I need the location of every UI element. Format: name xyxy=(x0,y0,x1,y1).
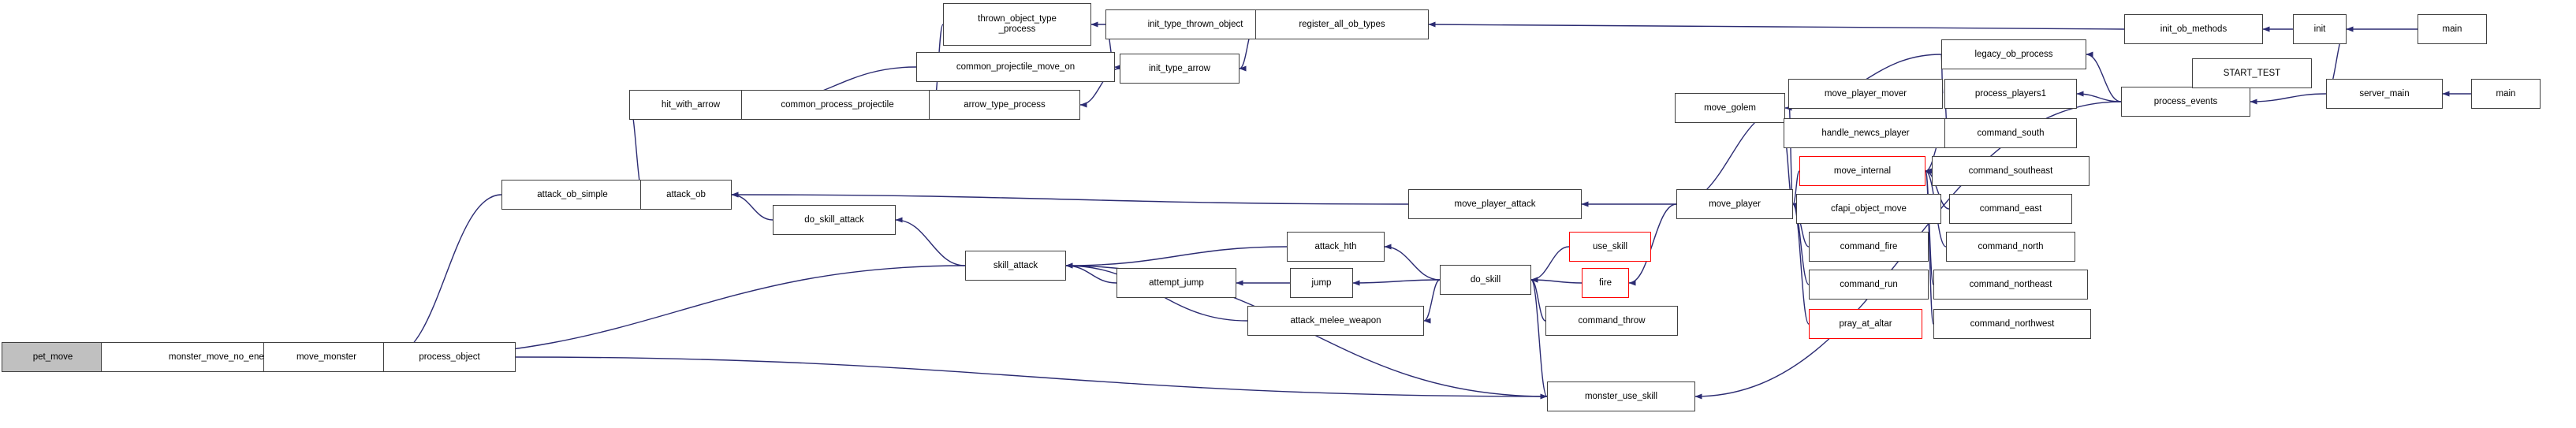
edge-do_skill_attack-to-attack_ob xyxy=(731,192,774,221)
node-init_ob_methods[interactable]: init_ob_methods xyxy=(2124,14,2263,44)
node-common_projectile_move_on[interactable]: common_projectile_move_on xyxy=(916,52,1115,82)
node-pray_at_altar[interactable]: pray_at_altar xyxy=(1809,309,1922,339)
node-thrown_object_type_process[interactable]: thrown_object_type _process xyxy=(943,3,1091,46)
node-main_top[interactable]: main xyxy=(2418,14,2487,44)
node-move_player[interactable]: move_player xyxy=(1676,189,1793,219)
node-server_main[interactable]: server_main xyxy=(2326,79,2443,109)
node-use_skill[interactable]: use_skill xyxy=(1569,232,1651,262)
edge-process_events-to-legacy_ob_process xyxy=(2086,51,2122,102)
node-process_object[interactable]: process_object xyxy=(383,342,516,372)
node-init[interactable]: init xyxy=(2293,14,2347,44)
edge-command_throw-to-do_skill xyxy=(1530,277,1546,322)
edge-attack_hth-to-skill_attack xyxy=(1065,246,1288,269)
node-START_TEST[interactable]: START_TEST xyxy=(2192,58,2312,88)
node-arrow_type_process[interactable]: arrow_type_process xyxy=(929,90,1080,120)
edge-move_player_mover-to-move_player xyxy=(1786,93,1794,207)
node-attack_ob_simple[interactable]: attack_ob_simple xyxy=(501,180,643,210)
node-attempt_jump[interactable]: attempt_jump xyxy=(1117,268,1236,298)
node-jump[interactable]: jump xyxy=(1290,268,1353,298)
node-pet_move[interactable]: pet_move xyxy=(2,342,104,372)
edge-process_object-to-monster_use_skill xyxy=(515,356,1548,400)
node-attack_melee_weapon[interactable]: attack_melee_weapon xyxy=(1247,306,1424,336)
node-handle_newcs_player[interactable]: handle_newcs_player xyxy=(1784,118,1948,148)
node-command_north[interactable]: command_north xyxy=(1946,232,2075,262)
edge-attack_ob_simple-to-move_monster xyxy=(389,194,502,360)
edge-skill_attack-to-do_skill_attack xyxy=(895,217,966,266)
node-command_northwest[interactable]: command_northwest xyxy=(1933,309,2091,339)
node-cfapi_object_move[interactable]: cfapi_object_move xyxy=(1796,194,1941,224)
node-command_run[interactable]: command_run xyxy=(1809,270,1929,300)
node-command_throw[interactable]: command_throw xyxy=(1545,306,1678,336)
node-move_internal[interactable]: move_internal xyxy=(1799,156,1925,186)
node-fire[interactable]: fire xyxy=(1582,268,1629,298)
edge-do_skill-to-attack_hth xyxy=(1384,244,1441,281)
edge-process_events-to-process_players1 xyxy=(2076,91,2122,102)
node-command_northeast[interactable]: command_northeast xyxy=(1933,270,2088,300)
node-legacy_ob_process[interactable]: legacy_ob_process xyxy=(1941,39,2086,69)
node-process_events[interactable]: process_events xyxy=(2121,87,2250,117)
edge-fire-to-do_skill xyxy=(1530,277,1583,284)
node-skill_attack[interactable]: skill_attack xyxy=(965,251,1066,281)
node-command_southeast[interactable]: command_southeast xyxy=(1932,156,2090,186)
edge-command_northeast-to-move_internal xyxy=(1925,168,1934,285)
edge-do_skill-to-jump xyxy=(1352,279,1441,286)
node-do_skill_attack[interactable]: do_skill_attack xyxy=(773,205,896,235)
node-init_type_arrow[interactable]: init_type_arrow xyxy=(1120,54,1240,84)
edge-monster_use_skill-to-do_skill xyxy=(1530,277,1548,397)
node-move_player_mover[interactable]: move_player_mover xyxy=(1788,79,1943,109)
node-common_process_projectile[interactable]: common_process_projectile xyxy=(741,90,934,120)
node-do_skill[interactable]: do_skill xyxy=(1440,265,1531,295)
node-move_monster[interactable]: move_monster xyxy=(263,342,390,372)
node-register_all_ob_types[interactable]: register_all_ob_types xyxy=(1255,9,1429,39)
edge-move_player_attack-to-attack_ob xyxy=(731,192,1409,205)
node-attack_ob[interactable]: attack_ob xyxy=(640,180,732,210)
node-hit_with_arrow[interactable]: hit_with_arrow xyxy=(629,90,752,120)
node-move_player_attack[interactable]: move_player_attack xyxy=(1408,189,1582,219)
node-command_east[interactable]: command_east xyxy=(1949,194,2072,224)
node-process_players1[interactable]: process_players1 xyxy=(1944,79,2077,109)
edge-attempt_jump-to-skill_attack xyxy=(1065,262,1117,284)
node-main_bottom[interactable]: main xyxy=(2471,79,2541,109)
edge-do_skill-to-attack_melee_weapon xyxy=(1423,279,1441,324)
edge-init_ob_methods-to-register_all_ob_types xyxy=(1428,21,2125,30)
node-command_south[interactable]: command_south xyxy=(1944,118,2077,148)
edge-use_skill-to-do_skill xyxy=(1530,246,1570,283)
node-attack_hth[interactable]: attack_hth xyxy=(1287,232,1385,262)
edge-server_main-to-process_events xyxy=(2250,93,2327,105)
node-move_golem[interactable]: move_golem xyxy=(1675,93,1785,123)
node-monster_use_skill[interactable]: monster_use_skill xyxy=(1547,381,1695,411)
node-command_fire[interactable]: command_fire xyxy=(1809,232,1929,262)
